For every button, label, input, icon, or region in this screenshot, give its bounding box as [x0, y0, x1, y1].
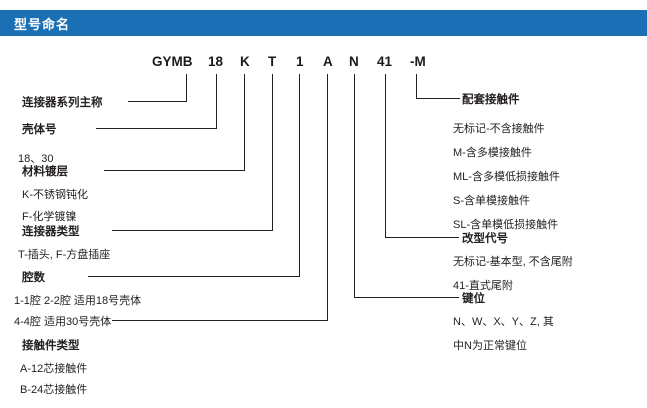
leader-hline-accessory	[416, 98, 460, 99]
left-group-item-conn-type-0: T-插头, F-方盘插座	[18, 249, 111, 261]
leader-vline-accessory	[416, 74, 417, 98]
leader-vline-shell	[216, 74, 217, 128]
leader-hline-conn-type	[112, 230, 273, 231]
code-token-variant: 41	[377, 54, 393, 69]
model-code-row: GYMB 18 K T 1 A N 41 -M	[0, 54, 647, 72]
left-group-title-conn-type: 连接器类型	[22, 226, 80, 238]
left-group-title-contact-type: 接触件类型	[22, 340, 80, 352]
section-header: 型号命名	[0, 10, 647, 36]
right-group-item-accessory-2: ML-含多模低损接触件	[453, 171, 560, 183]
leader-hline-plating	[104, 170, 245, 171]
left-group-item-shell-0: 18、30	[18, 150, 53, 166]
leader-hline-cavity	[88, 276, 300, 277]
leader-hline-variant	[385, 237, 459, 238]
right-group-item-accessory-0: 无标记-不含接触件	[453, 123, 545, 135]
code-token-cavity: 1	[296, 54, 304, 69]
right-group-item-key-1: 中N为正常键位	[453, 340, 527, 352]
code-token-key: N	[349, 54, 359, 69]
left-group-title-series: 连接器系列主称	[22, 97, 103, 109]
left-group-item-cavity-0: 1-1腔 2-2腔 适用18号壳体	[14, 295, 142, 307]
code-token-shell: 18	[208, 54, 224, 69]
code-token-conn-type: T	[268, 54, 277, 69]
page-title: 型号命名	[14, 16, 71, 32]
left-group-item-plating-1: F-化学镀镍	[22, 211, 77, 223]
leader-vline-series	[186, 74, 187, 101]
code-token-plating: K	[240, 54, 250, 69]
shell-values: 18、30	[18, 153, 54, 165]
left-group-title-cavity: 腔数	[22, 272, 45, 284]
leader-vline-plating	[244, 74, 245, 170]
leader-vline-conn-type	[272, 74, 273, 230]
right-group-title-key: 键位	[462, 293, 485, 305]
left-group-title-plating: 材料镀层	[22, 166, 68, 178]
left-group-item-plating-0: K-不锈钢钝化	[22, 189, 88, 201]
leader-hline-shell	[96, 128, 217, 129]
right-group-item-accessory-3: S-含单模接触件	[453, 195, 530, 207]
left-group-item-cavity-1: 4-4腔 适用30号壳体	[14, 316, 112, 328]
code-token-accessory: -M	[410, 54, 426, 69]
leader-hline-key	[354, 297, 459, 298]
code-token-contact-type: A	[323, 54, 333, 69]
code-token-series: GYMB	[152, 54, 193, 69]
leader-vline-variant	[385, 74, 386, 237]
leader-vline-key	[354, 74, 355, 297]
leader-hline-contact-type	[112, 320, 328, 321]
right-group-item-accessory-1: M-含多模接触件	[453, 147, 532, 159]
right-group-item-key-0: N、W、X、Y、Z, 其	[453, 316, 554, 328]
left-group-title-shell: 壳体号	[22, 124, 57, 136]
right-group-title-variant: 改型代号	[462, 233, 508, 245]
leader-vline-cavity	[299, 74, 300, 276]
left-group-item-contact-1: B-24芯接触件	[20, 384, 88, 396]
right-group-item-variant-1: 41-直式尾附	[453, 280, 513, 292]
leader-hline-series	[128, 101, 187, 102]
left-group-item-contact-0: A-12芯接触件	[20, 363, 88, 375]
leader-vline-contact-type	[327, 74, 328, 320]
right-group-title-accessory: 配套接触件	[462, 94, 520, 106]
right-group-item-accessory-4: SL-含单模低损接触件	[453, 219, 559, 231]
right-group-item-variant-0: 无标记-基本型, 不含尾附	[453, 256, 573, 268]
